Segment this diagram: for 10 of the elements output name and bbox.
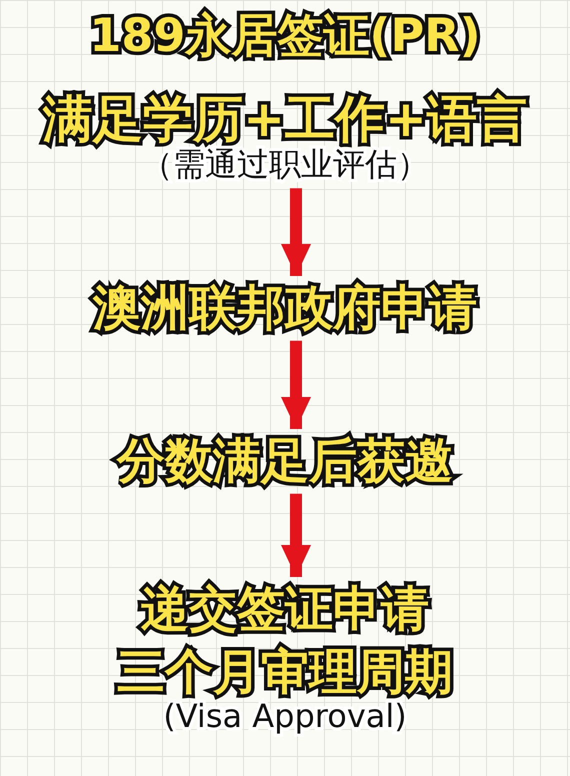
- step-text: 递交签证申请: [141, 583, 429, 636]
- step-text: 澳洲联邦政府申请: [93, 282, 477, 335]
- arrow: [281, 188, 311, 276]
- title: 189永居签证(PR): [89, 10, 481, 61]
- step-text: 满足学历+工作+语言: [43, 92, 527, 147]
- note-text: （需通过职业评估）: [141, 147, 429, 182]
- step-text: 三个月审理周期: [117, 646, 453, 699]
- arrow: [281, 494, 311, 577]
- arrow: [281, 340, 311, 429]
- note-text: (Visa Approval): [163, 698, 407, 734]
